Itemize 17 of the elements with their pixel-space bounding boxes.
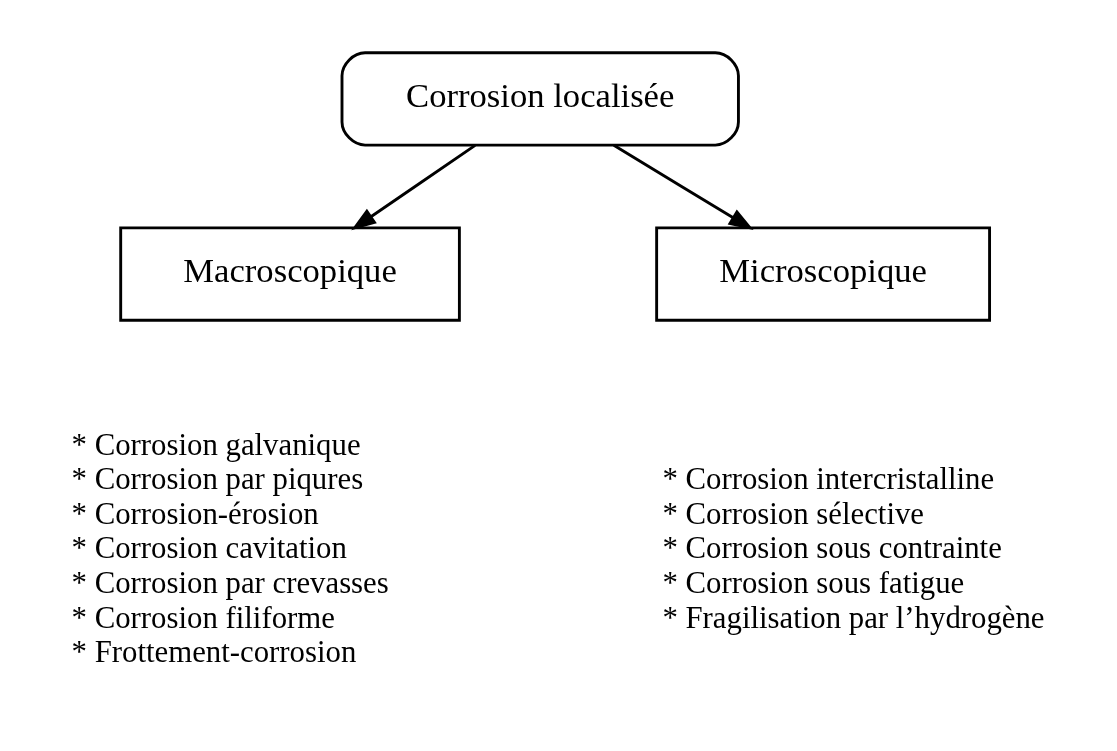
node-box: Microscopique (655, 225, 991, 322)
node-label: * Corrosion sous fatigue (662, 565, 965, 600)
node-label: * Corrosion par crevasses (71, 565, 389, 600)
node-label: * Corrosion-érosion (71, 496, 319, 531)
node-label: * Corrosion sous contrainte (662, 530, 1002, 565)
node-label: * Corrosion par piqures (71, 461, 364, 496)
node-label: * Corrosion cavitation (71, 530, 347, 565)
node-label: * Corrosion filiforme (71, 600, 335, 635)
arrow (613, 143, 754, 230)
node-label: * Corrosion intercristalline (662, 461, 995, 496)
node-label: * Frottement-corrosion (71, 634, 357, 669)
node-box: Macroscopique (119, 225, 461, 322)
node-label: * Corrosion galvanique (71, 427, 361, 462)
node-label: * Fragilisation par l’hydrogène (662, 600, 1045, 635)
node-label: * Corrosion sélective (662, 496, 925, 531)
node-box: Corrosion localisée (340, 50, 740, 146)
arrow (351, 143, 476, 230)
